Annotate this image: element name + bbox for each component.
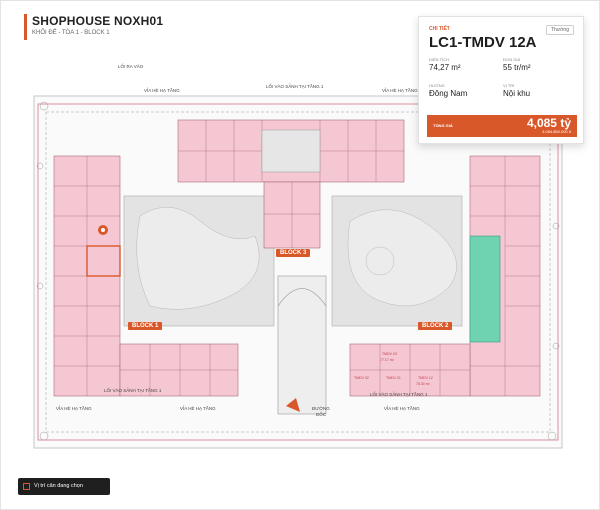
total-price-exact: 4.084.850.000 đ <box>542 129 571 134</box>
unit-tmdv01[interactable]: TMDV 01 <box>386 376 401 380</box>
block3-core <box>261 129 321 173</box>
entrance-arrow <box>286 398 300 412</box>
selected-unit-swatch <box>23 483 30 490</box>
total-price-value: 4,085 tỷ <box>526 116 571 130</box>
unit-type-badge: Thường <box>545 25 574 35</box>
position-label: VỊ TRÍ <box>503 83 515 88</box>
total-price-bar: TỔNG GIÁ 4,085 tỷ 4.084.850.000 đ <box>427 115 577 137</box>
lobby-top-label: LỐI VÀO SẢNH TẠI TẦNG 1 <box>266 84 324 89</box>
direction-label: HƯỚNG <box>429 83 445 88</box>
position-value: Nội khu <box>503 89 531 98</box>
area-value: 74,27 m² <box>429 63 461 72</box>
unit-tmdv02[interactable]: TMDV 02 <box>354 376 369 380</box>
page-subtitle: KHỐI ĐẾ - TÒA 1 - BLOCK 1 <box>32 30 110 36</box>
legend-label: Vị trí căn đang chọn <box>34 483 83 489</box>
lobby-bottom-right-label: LỐI VÀO SẢNH TẠI TẦNG 1 <box>370 392 428 397</box>
landscape-path-right <box>347 209 457 307</box>
sidewalk-bottom-label-left: VỈA HÈ HẠ TẦNG <box>180 406 216 411</box>
road-label-2: DỐC <box>316 412 326 417</box>
unit-tmdv03[interactable]: TMDV 03 <box>382 352 397 356</box>
floor-plan[interactable] <box>20 46 576 464</box>
highlighted-units <box>469 235 501 343</box>
ramp <box>277 275 327 415</box>
legend: Vị trí căn đang chọn <box>18 478 110 495</box>
landscape-circle <box>365 246 395 276</box>
sidewalk-bottom-label-right: VỈA HÈ HẠ TẦNG <box>384 406 420 411</box>
block3-tag[interactable]: BLOCK 3 <box>276 249 311 257</box>
unit-tmdv03-area: 77.17 m² <box>380 358 394 362</box>
sidewalk-top-label-right: VỈA HÈ HẠ TẦNG <box>382 88 418 93</box>
block2-tag[interactable]: BLOCK 2 <box>418 322 453 330</box>
total-price-label: TỔNG GIÁ <box>433 123 453 128</box>
sidewalk-left-label: VỈA HÈ HẠ TẦNG <box>56 406 92 411</box>
site-red-boundary <box>37 103 559 441</box>
page-title: SHOPHOUSE NOXH01 <box>32 14 164 28</box>
direction-value: Đông Nam <box>429 89 468 98</box>
unit-tmdv12-area: 76.30 m² <box>416 382 430 386</box>
unit-tmdv12[interactable]: TMDV 12 <box>418 376 433 380</box>
unit-price-label: ĐƠN GIÁ <box>503 57 521 62</box>
unit-info-card: CHI TIẾT Thường LC1-TMDV 12A DIỆN TÍCH 7… <box>418 16 584 144</box>
sidewalk-top-label-left: VỈA HÈ HẠ TẦNG <box>144 88 180 93</box>
exit-label: LỐI RA VÀO <box>118 64 144 69</box>
card-label: CHI TIẾT <box>429 26 450 32</box>
lobby-bottom-left-label: LỐI VÀO SẢNH TẠI TẦNG 1 <box>104 388 162 393</box>
inner-boundary <box>45 111 551 433</box>
road-label: ĐƯỜNG <box>312 406 330 411</box>
selected-unit-outline <box>86 245 121 277</box>
landscape-path-left <box>136 206 260 310</box>
area-label: DIỆN TÍCH <box>429 57 449 62</box>
unit-code: LC1-TMDV 12A <box>429 34 537 51</box>
header-accent-bar <box>24 14 27 40</box>
ramp-arc <box>277 288 327 307</box>
unit-price-value: 55 tr/m² <box>503 63 531 72</box>
block1-tag[interactable]: BLOCK 1 <box>128 322 163 330</box>
